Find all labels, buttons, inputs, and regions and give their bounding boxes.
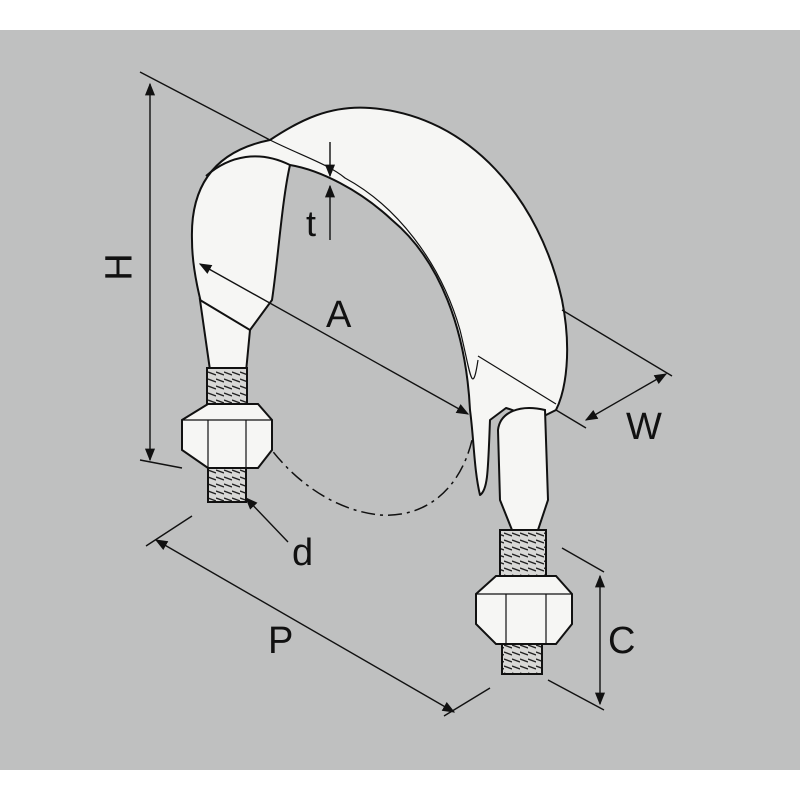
dim-W-arrow [584,373,668,421]
dim-label-C: C [608,620,636,662]
band-fold-line [477,355,557,405]
band-front-face [190,106,569,496]
dim-C-extension-top [561,547,605,573]
dim-A-arrow [198,263,470,415]
right-leg [475,407,573,675]
band-top-edge [269,139,479,380]
dim-label-P: P [268,620,294,662]
band-inner-edge [205,155,291,177]
dim-label-t: t [306,203,317,244]
right-nut [475,575,573,645]
dimension-lines [139,71,673,717]
pipe-hidden-outline [257,429,473,516]
dim-label-A: A [326,294,352,336]
right-leg-plate [496,407,550,531]
dim-label-W: W [626,406,662,448]
dim-W-extension2 [555,409,587,429]
left-thread-lower [207,467,247,503]
u-band [190,106,569,496]
dim-W-extension1 [561,309,673,377]
left-nut [181,403,273,469]
dim-P-extension1 [145,515,193,547]
dim-H-extension-top [139,71,271,141]
dim-H-extension-bottom [139,459,183,469]
dim-label-d: d [292,532,314,574]
right-thread-lower [501,643,543,675]
dim-C-extension-bottom [547,679,605,711]
dim-P-arrow [154,539,456,713]
dim-d-leader [245,497,289,543]
dim-label-H: H [98,253,141,281]
right-thread-upper [499,529,547,581]
